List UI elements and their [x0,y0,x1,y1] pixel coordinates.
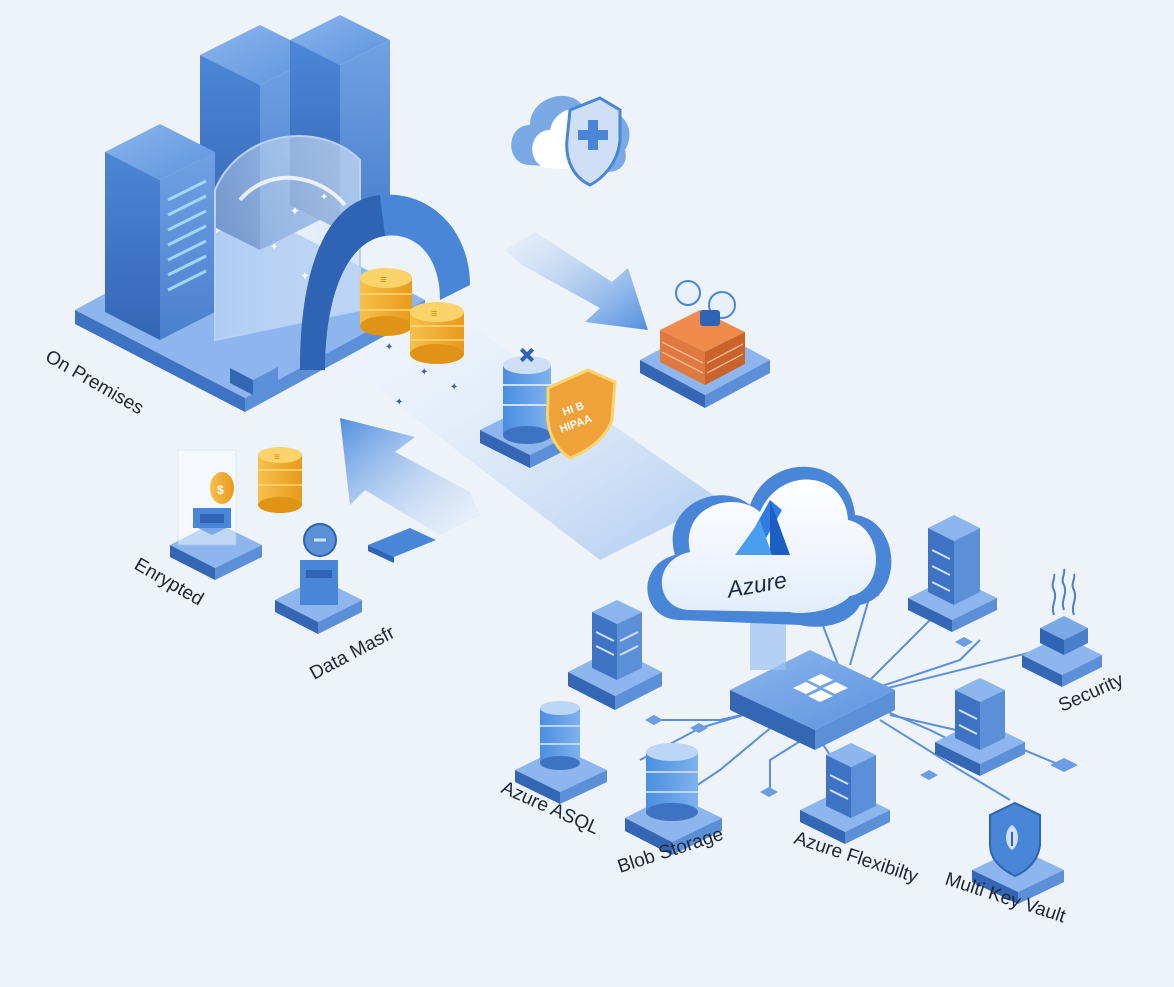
windows-logo-icon [793,674,848,702]
svg-text:$: $ [217,483,224,497]
svg-text:✦: ✦ [450,382,458,393]
server-rack-icon [908,515,997,632]
server-rack-icon [568,600,662,710]
network-switch-icon [230,355,278,395]
svg-text:✦: ✦ [385,342,393,353]
firewall-icon [640,280,770,408]
encrypted-node: $ [170,449,262,580]
hipaa-shield-icon: HI B HIPAA [545,368,617,460]
server-rack-icon [935,678,1025,776]
svg-text:✦: ✦ [270,242,278,253]
database-icon [515,701,607,804]
svg-text:✦: ✦ [395,397,403,408]
shield-plus-icon [511,95,630,187]
svg-text:≡: ≡ [380,274,386,286]
svg-text:✦: ✦ [290,204,300,218]
coin-stack-icon: ≡ [258,447,302,513]
coin-stack-icon: ≡ [360,268,412,336]
cloud-icon: Azure [647,466,892,627]
arrow-to-firewall [505,232,648,330]
svg-text:✦: ✦ [300,269,310,283]
arrow-to-on-premises [340,418,480,535]
key-vault-node [972,801,1064,904]
data-transfer-node [275,523,362,634]
coin-stack-icon: ≡ [410,302,464,364]
azure-logo-icon [735,500,790,555]
lock-icon [192,508,232,535]
security-node [1022,568,1102,687]
server-rack-icon [105,124,215,340]
data-card-icon [368,528,436,563]
database-icon [625,743,722,855]
tunnel-icon: ✦ ✦ ✦ ✦ ✦ ✦ ✦ ✦ [214,135,470,408]
svg-text:✦: ✦ [320,192,328,203]
key-icon [1006,825,1018,850]
flame-icon [1051,568,1077,616]
central-hub [730,600,895,750]
server-rack-icon [800,743,890,844]
svg-text:≡: ≡ [274,452,280,463]
on-premises-label: On Premises [42,346,148,419]
svg-text:✦: ✦ [420,367,428,378]
svg-text:≡: ≡ [431,308,437,320]
